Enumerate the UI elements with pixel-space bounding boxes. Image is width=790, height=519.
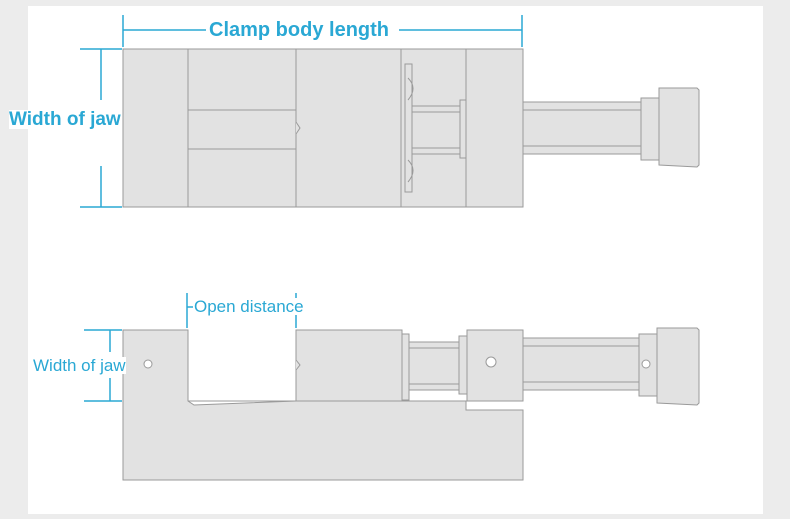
- top-view-vise: [122, 48, 700, 208]
- bottom-slot: [401, 333, 410, 401]
- top-handle-knob: [658, 87, 700, 168]
- clamp-body-length-label: Clamp body length: [209, 19, 389, 41]
- bottom-jaw-notch: [295, 359, 301, 371]
- bottom-hole-right: [485, 356, 497, 368]
- bottom-screw-collar: [458, 335, 468, 395]
- bottom-movable-jaw: [295, 329, 403, 402]
- open-distance-label: Open distance: [194, 297, 304, 316]
- top-screw-collar: [459, 99, 467, 159]
- bottom-screw-shaft: [408, 341, 460, 391]
- top-arc: [407, 77, 414, 101]
- bottom-handle-shaft: [522, 337, 640, 391]
- bottom-hole-left: [143, 359, 153, 369]
- top-handle-collar: [640, 97, 660, 161]
- top-dimension-lines: [80, 15, 523, 208]
- bottom-view-vise: [122, 327, 700, 481]
- bottom-hole-knob: [641, 359, 651, 369]
- width-of-jaw-label-bottom: Width of jaw: [33, 356, 126, 375]
- top-screw-shaft: [411, 105, 461, 155]
- width-of-jaw-label-top: Width of jaw: [9, 109, 121, 130]
- top-slot: [404, 63, 413, 193]
- bottom-handle-knob: [656, 327, 700, 406]
- top-jaw-notch: [295, 121, 301, 135]
- top-arc: [407, 159, 414, 183]
